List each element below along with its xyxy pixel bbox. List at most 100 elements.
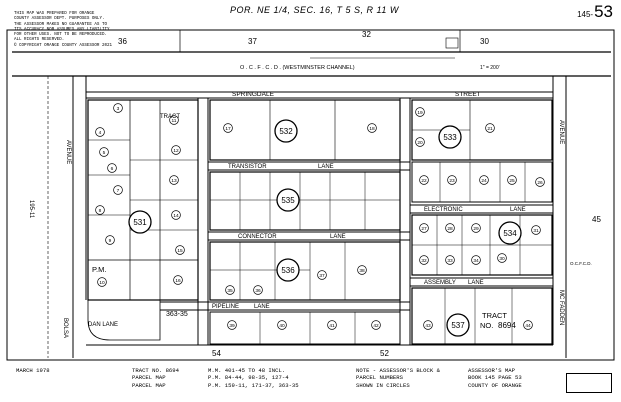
lot-circle (507, 175, 517, 185)
disclaimer-line: County Assessor Dept. purposes only. (14, 17, 105, 22)
lot-number: 39 (229, 323, 235, 329)
map-section-title: POR. NE 1/4, SEC. 16, T 5 S, R 11 W (230, 5, 399, 15)
electronic-label: ELECTRONIC (424, 207, 463, 213)
block-535-outline (209, 171, 401, 231)
lot-number: 42 (373, 323, 379, 329)
lot-circle (227, 320, 237, 330)
footer-line: ASSESSOR'S MAP (468, 367, 515, 374)
lot-circle (485, 123, 495, 133)
lot-circle (415, 137, 425, 147)
lot-number: 36 (255, 288, 261, 294)
lot-number: 23 (449, 178, 455, 184)
lot-number: 35 (227, 288, 233, 294)
section-number: 37 (248, 37, 257, 46)
block-circle-536: 536 (276, 258, 300, 282)
tract-number: 8694 (498, 321, 516, 330)
lot-number: 18 (369, 126, 375, 132)
lot-circle (419, 223, 429, 233)
mcfadden-label: MC FADDEN (558, 290, 564, 325)
tract-label: TRACT (160, 114, 180, 120)
pm-label: P.M. (92, 265, 106, 274)
map-page-number: 145-53 (577, 2, 613, 22)
lot-circle (415, 107, 425, 117)
avenue-left-label: AVENUE (65, 140, 71, 164)
lot-number: 44 (525, 323, 531, 329)
lot-circle (99, 147, 109, 157)
footer-line: PARCEL MAP (132, 381, 166, 389)
lot-circle (171, 145, 181, 155)
footer-date: MARCH 1978 (16, 367, 50, 374)
block-circle-535: 535 (276, 188, 300, 212)
avenue-right-label: AVENUE (558, 120, 564, 144)
lot-circle (173, 275, 183, 285)
lot-number: 32 (421, 258, 427, 264)
lot-circle (169, 175, 179, 185)
lot-number: 29 (473, 226, 479, 232)
lot-circle (523, 320, 533, 330)
lot-circle (97, 277, 107, 287)
lot-circle (175, 245, 185, 255)
lot-number: 25 (509, 178, 515, 184)
section-number: 45 (592, 215, 601, 224)
lot-number: 38 (359, 268, 365, 274)
block-circle-533: 533 (438, 125, 462, 149)
footer-line: BOOK 145 PAGE 53 (468, 374, 522, 382)
lot-circle (445, 223, 455, 233)
channel-label: O . C . F . C . D . (WESTMINSTER CHANNEL… (240, 65, 355, 71)
lot-circle (471, 223, 481, 233)
lot-circle (107, 163, 117, 173)
disclaimer-line: The Assessor makes no guarantee as to (14, 22, 107, 27)
block-number: 536 (281, 266, 295, 275)
lot-circle (367, 123, 377, 133)
lot-number: 5 (103, 150, 106, 156)
lot-number: 43 (425, 323, 431, 329)
block-number: 532 (279, 127, 293, 136)
lot-number: 40 (279, 323, 285, 329)
transistor-label: TRANSISTOR (228, 164, 267, 170)
connector-lane-label: LANE (330, 234, 346, 240)
lot-number: 14 (173, 213, 179, 219)
lot-number: 20 (417, 140, 423, 146)
footer-assessor: ASSESSOR'S MAP BOOK 145 PAGE 53 COUNTY O… (468, 367, 522, 389)
lot-number: 34 (473, 258, 479, 264)
footer-line: P.M. 159-11, 171-37, 363-35 (208, 381, 299, 389)
lot-circle (357, 265, 367, 275)
footer-line: PARCEL NUMBERS (356, 374, 403, 382)
lot-circle (277, 320, 287, 330)
lot-number: 31 (533, 228, 539, 234)
stamp-box (566, 373, 612, 393)
block-south-outline (209, 311, 401, 345)
pm-ref: 363-35 (166, 311, 188, 318)
lot-circle (95, 127, 105, 137)
lot-number: 12 (173, 148, 179, 154)
section-number: 36 (118, 37, 127, 46)
disclaimer-line: © Copyright Orange County Assessor 2021 (14, 43, 113, 48)
lot-number: 15 (177, 248, 183, 254)
lot-circle (95, 205, 105, 215)
lot-circle (169, 115, 179, 125)
lot-circle (105, 235, 115, 245)
lot-circle (531, 225, 541, 235)
lot-circle (113, 185, 123, 195)
footer-line: PARCEL MAP (132, 374, 166, 382)
lot-circle (535, 177, 545, 187)
lot-circle (113, 103, 123, 113)
lot-number: 26 (537, 180, 543, 186)
electronic-lane-label: LANE (510, 207, 526, 213)
block-circle-531: 531 (128, 210, 152, 234)
lot-number: 7 (117, 188, 120, 194)
pipeline-lane-label: LANE (254, 304, 270, 310)
lot-circle (419, 255, 429, 265)
page-number: 53 (594, 2, 613, 21)
block-number: 535 (281, 196, 295, 205)
block-circle-537: 537 (446, 313, 470, 337)
footer-line: SHOWN IN CIRCLES (356, 381, 410, 389)
springdale-label: SPRINGDALE (232, 91, 275, 98)
lot-circle (171, 210, 181, 220)
lot-number: 3 (117, 106, 120, 112)
lot-circle (371, 320, 381, 330)
lot-circle (471, 255, 481, 265)
footer-line: TRACT NO. 8694 (132, 367, 179, 374)
section-number: 52 (380, 349, 389, 358)
